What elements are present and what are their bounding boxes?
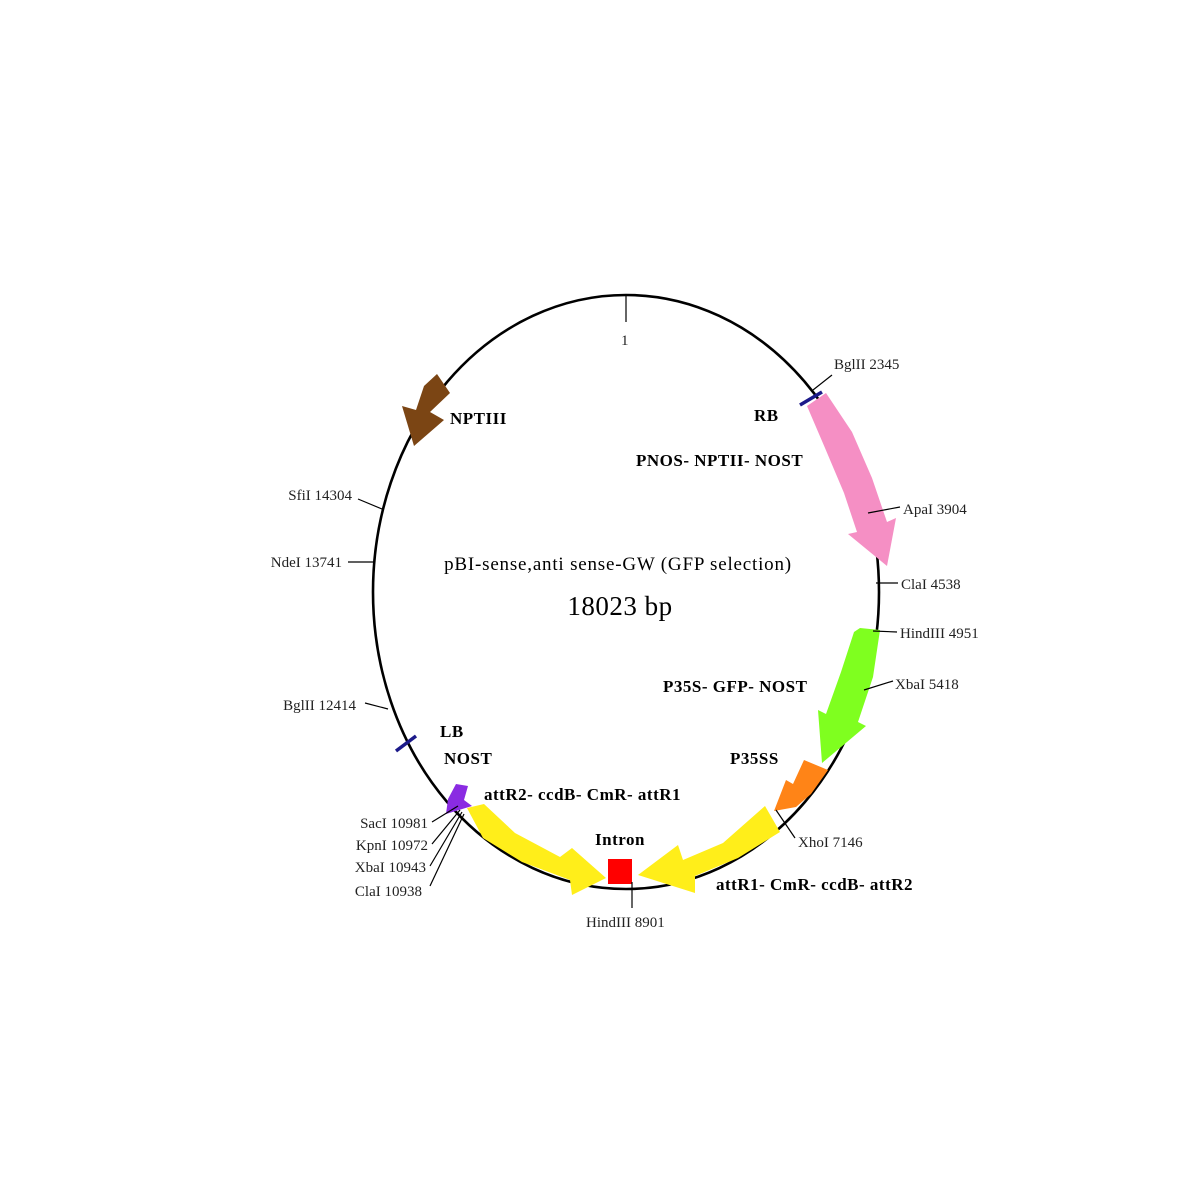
plasmid-size: 18023 bp [567,591,672,621]
site-label-sfii-14304: SfiI 14304 [288,488,352,504]
site-label-clai-10938: ClaI 10938 [355,884,422,900]
site-tick-hindiii-4951 [872,630,898,633]
site-label-xbai-5418: XbaI 5418 [895,677,959,693]
site-tick-bglii-2345 [812,374,833,391]
site-label-bglii-12414: BglII 12414 [283,698,356,714]
origin-label: 1 [621,333,629,349]
rb-label: RB [754,406,779,425]
site-tick-kpni-10972 [431,809,461,845]
intron-box [608,859,632,884]
site-label-saci-10981: SacI 10981 [360,816,428,832]
nptiii-label: NPTIII [450,409,507,428]
nost-label: NOST [444,749,492,768]
p35ss-label: P35SS [730,749,779,768]
site-label-kpni-10972: KpnI 10972 [356,838,428,854]
plasmid-backbone [371,293,881,891]
intron-label: Intron [595,830,645,849]
site-label-xbai-10943: XbaI 10943 [355,860,426,876]
p35s-gfp-nost-label: P35S- GFP- NOST [663,677,808,696]
attr2-ccdb-cmr-attr1-label: attR2- ccdB- CmR- attR1 [484,785,681,804]
nost-arrow [446,784,472,814]
nptiii-arrow [402,374,450,446]
site-tick-xhoi-7146 [775,809,796,839]
site-label-apai-3904: ApaI 3904 [903,502,967,518]
site-tick-apai-3904 [867,506,901,514]
attr1-cmr-ccdb-attr2-arrow [638,806,780,893]
site-tick-bglii-12414 [364,702,389,710]
rb-marker [799,390,823,407]
site-tick-xbai-5418 [863,680,894,691]
lb-marker [394,734,418,753]
lb-label: LB [440,722,464,741]
site-label-clai-4538: ClaI 4538 [901,577,961,593]
site-label-bglii-2345: BglII 2345 [834,357,899,373]
site-label-xhoi-7146: XhoI 7146 [798,835,863,851]
p35ss-arrow [774,760,828,811]
site-label-hindiii-8901: HindIII 8901 [586,915,665,931]
plasmid-name: pBI-sense,anti sense-GW (GFP selection) [444,554,792,575]
pnos-nptii-nost-label: PNOS- NPTII- NOST [636,451,803,470]
attr2-ccdb-cmr-attr1-arrow [467,804,606,895]
p35s-gfp-nost-arrow [818,628,880,763]
attr1-cmr-ccdb-attr2-label: attR1- CmR- ccdB- attR2 [716,875,913,894]
site-tick-sfii-14304 [357,498,383,510]
site-tick-clai-10938 [429,813,465,887]
site-tick-xbai-10943 [429,811,463,867]
site-tick-saci-10981 [431,805,459,823]
pnos-nptii-nost-arrow [807,393,896,566]
site-label-ndei-13741: NdeI 13741 [271,555,342,571]
site-label-hindiii-4951: HindIII 4951 [900,626,979,642]
